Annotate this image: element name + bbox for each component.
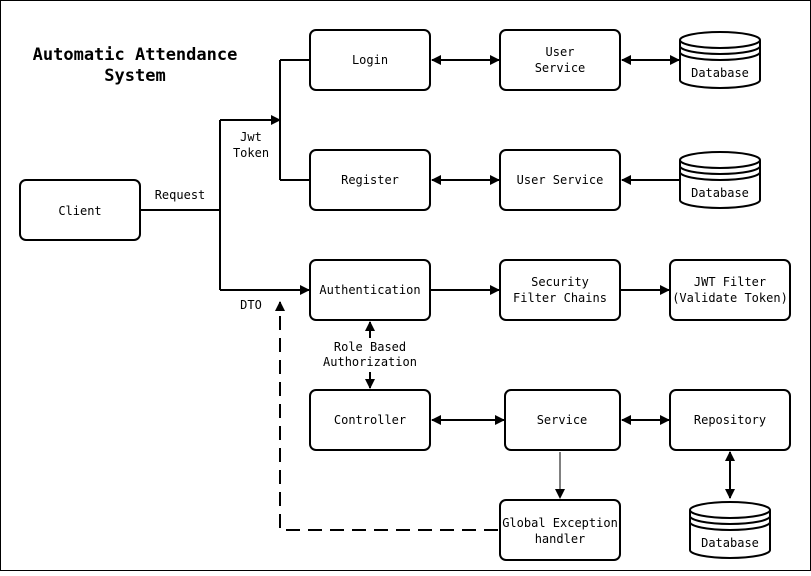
database-cylinder-1	[679, 31, 761, 89]
role-based-label-line2: Authorization	[323, 355, 417, 369]
global-exception-handler-label-line2: handler	[535, 532, 586, 546]
database-2-label: Database	[691, 186, 749, 200]
repository-label: Repository	[694, 413, 766, 427]
database-1-label: Database	[691, 66, 749, 80]
role-based-label-line1: Role Based	[334, 340, 406, 354]
user-service-1-label-line2: Service	[535, 61, 586, 75]
user-service-box-1	[499, 29, 621, 91]
register-label: Register	[341, 173, 399, 187]
jwt-filter-label-line2: (Validate Token)	[672, 291, 788, 305]
login-box	[309, 29, 431, 91]
diagram-title-line2: System	[104, 66, 165, 86]
dto-label: DTO	[240, 298, 262, 312]
authentication-box	[309, 259, 431, 321]
jwt-filter-label-line1: JWT Filter	[694, 275, 766, 289]
authentication-label: Authentication	[319, 283, 420, 297]
controller-label: Controller	[334, 413, 406, 427]
database-cylinder-3	[689, 501, 771, 559]
global-exception-handler-box	[499, 499, 621, 561]
jwt-token-label-line1: Jwt	[240, 130, 262, 144]
security-filter-chains-label-line1: Security	[531, 275, 589, 289]
service-label: Service	[537, 413, 588, 427]
client-box	[19, 179, 141, 241]
database-cylinder-2	[679, 151, 761, 209]
user-service-box-2	[499, 149, 621, 211]
client-label: Client	[58, 204, 101, 218]
login-label: Login	[352, 53, 388, 67]
jwt-filter-box	[669, 259, 791, 321]
diagram-title-line1: Automatic Attendance	[33, 45, 238, 65]
request-label: Request	[155, 188, 206, 202]
register-box	[309, 149, 431, 211]
service-box	[504, 389, 621, 451]
repository-box	[669, 389, 791, 451]
jwt-token-label-bg	[230, 128, 272, 160]
controller-box	[309, 389, 431, 451]
database-3-label: Database	[701, 536, 759, 550]
connectors	[140, 55, 735, 499]
user-service-1-label-line1: User	[546, 45, 575, 59]
exception-return-dashed-arrow	[275, 301, 498, 531]
request-label-bg	[146, 186, 214, 202]
security-filter-chains-box	[499, 259, 621, 321]
global-exception-handler-label-line1: Global Exception	[502, 516, 618, 530]
jwt-token-label-line2: Token	[233, 146, 269, 160]
security-filter-chains-label-line2: Filter Chains	[513, 291, 607, 305]
user-service-2-label: User Service	[517, 173, 604, 187]
